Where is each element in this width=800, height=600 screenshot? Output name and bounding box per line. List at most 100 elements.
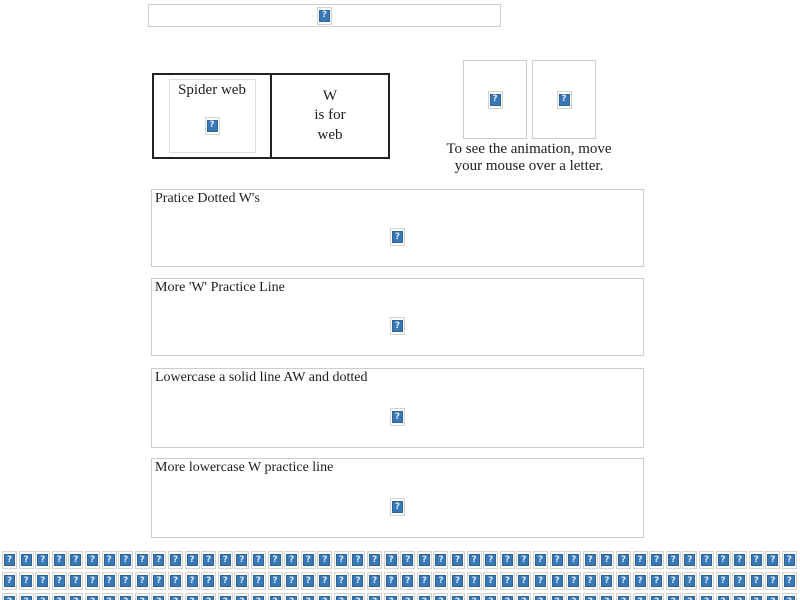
broken-image-icon: ?	[698, 551, 714, 569]
question-mark-glyph: ?	[252, 554, 264, 566]
question-mark-glyph: ?	[219, 575, 231, 587]
broken-image-icon: ?	[615, 572, 631, 590]
question-mark-glyph: ?	[684, 596, 696, 600]
broken-image-icon: ?	[466, 572, 482, 590]
question-mark-glyph: ?	[269, 554, 281, 566]
question-mark-glyph: ?	[767, 554, 779, 566]
broken-image-icon: ?	[582, 551, 598, 569]
broken-image-icon: ?	[400, 551, 416, 569]
broken-image-icon: ?	[267, 551, 283, 569]
question-mark-glyph: ?	[186, 554, 198, 566]
question-mark-glyph: ?	[20, 596, 32, 600]
question-mark-glyph: ?	[392, 320, 403, 332]
question-mark-glyph: ?	[269, 575, 281, 587]
broken-image-icon: ?	[300, 593, 316, 600]
broken-image-icon: ?	[416, 572, 432, 590]
question-mark-glyph: ?	[717, 596, 729, 600]
question-mark-glyph: ?	[37, 554, 49, 566]
broken-image-icon: ?	[390, 408, 405, 426]
broken-image-icon: ?	[483, 551, 499, 569]
question-mark-glyph: ?	[203, 596, 215, 600]
question-mark-glyph: ?	[684, 554, 696, 566]
broken-image-icon: ?	[499, 572, 515, 590]
question-mark-glyph: ?	[120, 575, 132, 587]
broken-image-icon: ?	[300, 572, 316, 590]
question-mark-glyph: ?	[452, 575, 464, 587]
question-mark-glyph: ?	[302, 596, 314, 600]
question-mark-glyph: ?	[186, 596, 198, 600]
question-mark-glyph: ?	[617, 575, 629, 587]
broken-image-icon: ?	[390, 228, 405, 246]
question-mark-glyph: ?	[700, 596, 712, 600]
broken-image-icon: ?	[682, 572, 698, 590]
question-mark-glyph: ?	[319, 596, 331, 600]
animation-letter-box-1[interactable]: ?	[463, 60, 527, 139]
broken-image-icon: ?	[184, 593, 200, 600]
broken-image-icon: ?	[433, 593, 449, 600]
broken-image-icon: ?	[18, 593, 34, 600]
broken-image-icon: ?	[765, 593, 781, 600]
practice-image-wrap: ?	[152, 387, 643, 447]
question-mark-glyph: ?	[53, 554, 65, 566]
broken-image-icon: ?	[416, 551, 432, 569]
broken-image-icon: ?	[390, 317, 405, 335]
broken-image-icon: ?	[333, 551, 349, 569]
broken-image-icon: ?	[632, 593, 648, 600]
question-mark-glyph: ?	[319, 554, 331, 566]
question-mark-glyph: ?	[584, 575, 596, 587]
question-mark-glyph: ?	[252, 575, 264, 587]
question-mark-glyph: ?	[518, 575, 530, 587]
broken-image-icon: ?	[350, 593, 366, 600]
broken-image-icon: ?	[84, 572, 100, 590]
animation-caption-line-1: To see the animation, move	[446, 141, 612, 157]
question-mark-glyph: ?	[319, 575, 331, 587]
question-mark-glyph: ?	[169, 554, 181, 566]
question-mark-glyph: ?	[700, 575, 712, 587]
question-mark-glyph: ?	[53, 575, 65, 587]
broken-image-icon: ?	[582, 593, 598, 600]
question-mark-glyph: ?	[452, 596, 464, 600]
question-mark-glyph: ?	[70, 575, 82, 587]
broken-image-icon: ?	[516, 593, 532, 600]
broken-image-icon: ?	[483, 572, 499, 590]
question-mark-glyph: ?	[335, 575, 347, 587]
question-mark-glyph: ?	[286, 575, 298, 587]
broken-image-icon: ?	[317, 572, 333, 590]
question-mark-glyph: ?	[535, 575, 546, 587]
question-mark-glyph: ?	[568, 554, 580, 566]
top-banner-image-box: ?	[148, 4, 501, 27]
broken-image-icon: ?	[134, 551, 150, 569]
question-mark-glyph: ?	[120, 554, 132, 566]
question-mark-glyph: ?	[501, 554, 513, 566]
question-mark-glyph: ?	[568, 575, 580, 587]
question-mark-glyph: ?	[734, 554, 746, 566]
question-mark-glyph: ?	[169, 575, 181, 587]
question-mark-glyph: ?	[70, 554, 82, 566]
question-mark-glyph: ?	[501, 596, 513, 600]
broken-image-icon: ?	[556, 90, 572, 109]
question-mark-glyph: ?	[717, 554, 729, 566]
broken-image-icon: ?	[582, 572, 598, 590]
question-mark-glyph: ?	[767, 596, 779, 600]
question-mark-glyph: ?	[136, 575, 148, 587]
question-mark-glyph: ?	[651, 596, 663, 600]
broken-image-icon: ?	[649, 551, 665, 569]
broken-image-icon: ?	[68, 551, 84, 569]
broken-image-icon: ?	[204, 116, 220, 135]
broken-image-icon: ?	[35, 593, 51, 600]
question-mark-glyph: ?	[485, 575, 497, 587]
question-mark-glyph: ?	[186, 575, 198, 587]
broken-image-icon: ?	[748, 572, 764, 590]
broken-image-icon: ?	[300, 551, 316, 569]
broken-image-icon: ?	[118, 572, 134, 590]
broken-image-icon: ?	[151, 572, 167, 590]
question-mark-glyph: ?	[37, 575, 49, 587]
broken-image-icon: ?	[51, 572, 67, 590]
question-mark-glyph: ?	[70, 596, 82, 600]
animation-letter-box-2[interactable]: ?	[532, 60, 596, 139]
broken-image-icon: ?	[35, 551, 51, 569]
broken-image-icon: ?	[367, 551, 383, 569]
broken-image-icon: ?	[499, 551, 515, 569]
broken-image-icon: ?	[615, 593, 631, 600]
broken-image-icon: ?	[450, 551, 466, 569]
